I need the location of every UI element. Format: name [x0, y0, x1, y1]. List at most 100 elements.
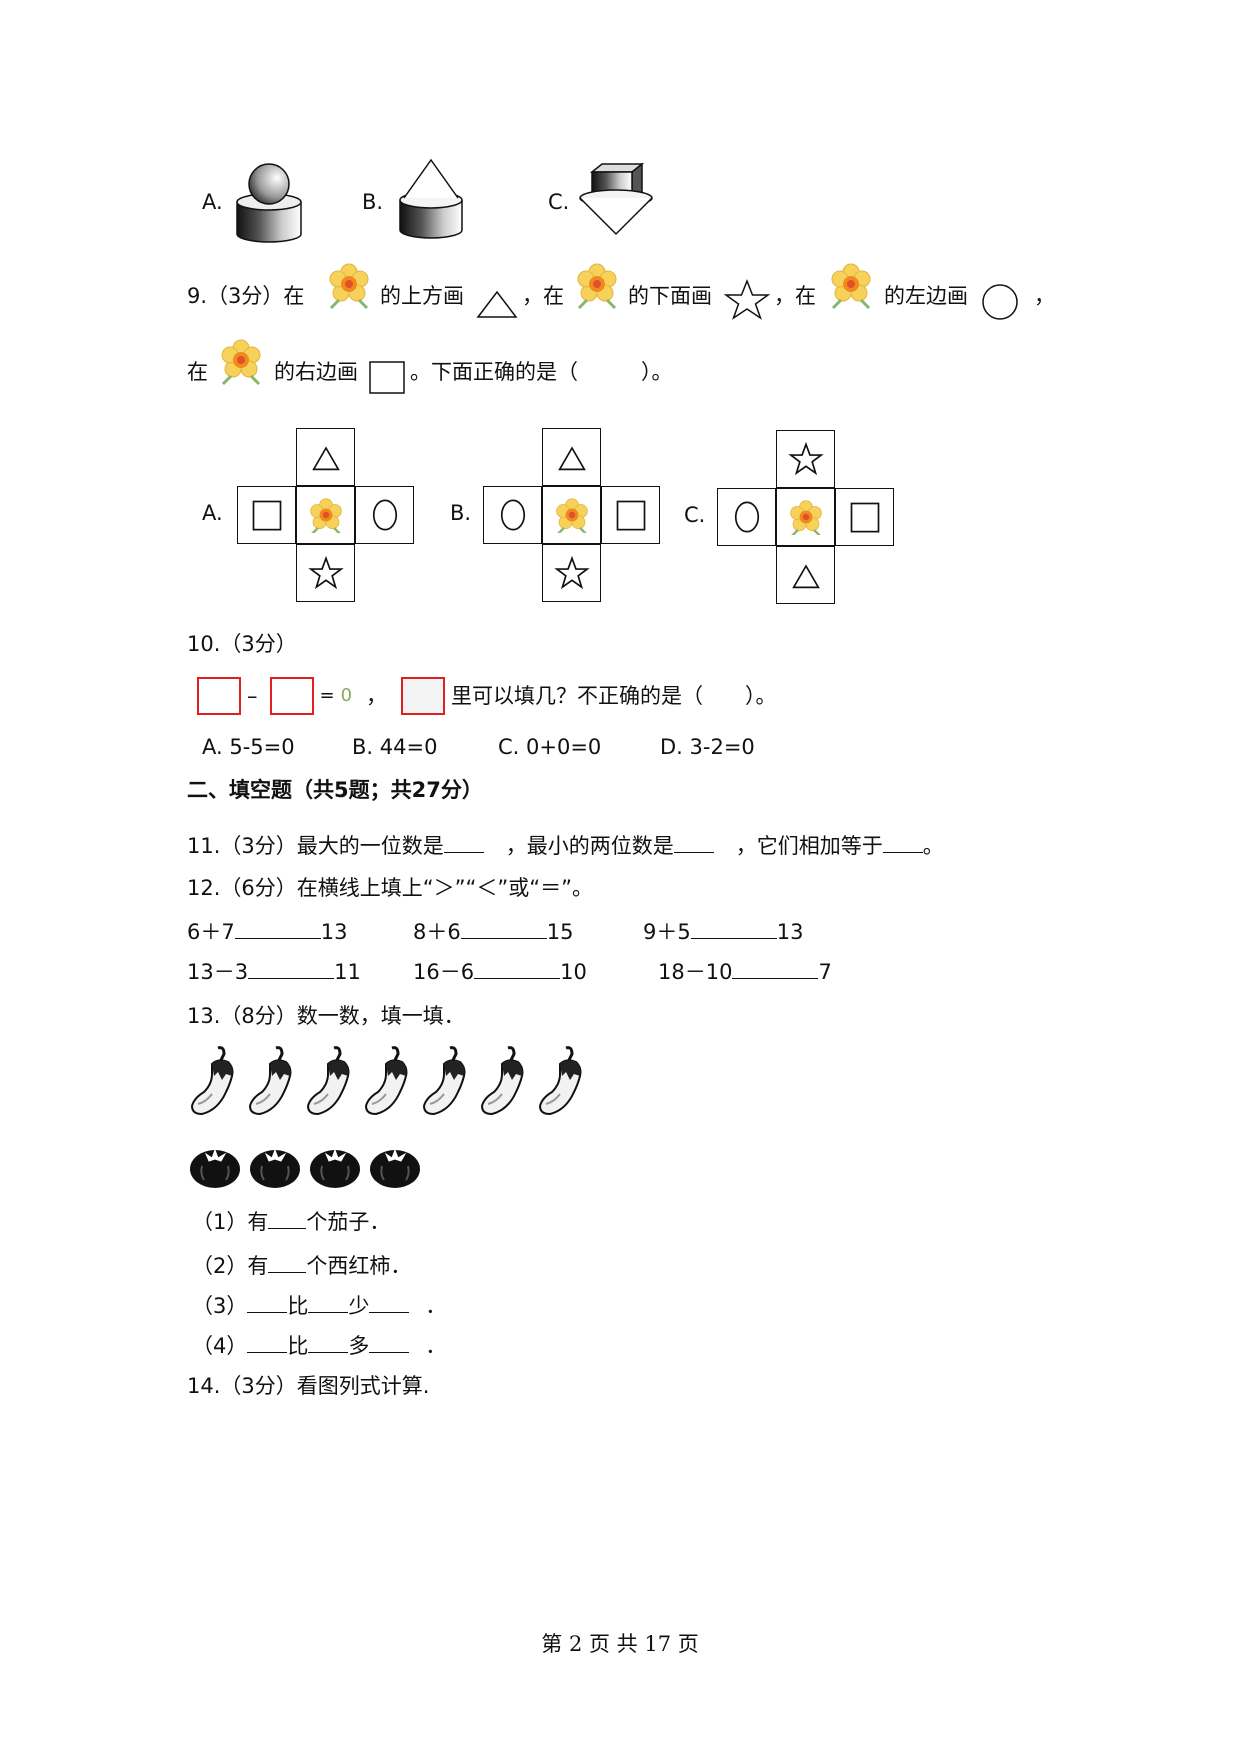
flower-icon: [221, 339, 261, 386]
answer-box[interactable]: [401, 677, 446, 715]
grid-cell-bottom: [776, 546, 835, 604]
cube-on-cone-image: [579, 162, 653, 236]
q9-prefix: 9.（3分）在: [187, 284, 305, 308]
sub-text: 比: [287, 1334, 309, 1358]
answer-blank[interactable]: [732, 958, 819, 979]
eggplant-icon: [480, 1046, 524, 1116]
compare-value: 10: [560, 960, 587, 984]
q12-title: 12.（6分）在横线上填上“＞”“＜”或“＝”。: [187, 876, 594, 900]
q9-text-left: 的左边画: [884, 284, 968, 308]
sub-text: ．: [425, 1294, 447, 1318]
square-icon: [616, 500, 645, 531]
sub-text: 个西红柿．: [306, 1254, 412, 1278]
star-icon: [723, 278, 771, 320]
q12-item: 9＋5 13: [643, 918, 803, 946]
section-title: 二、填空题（共5题；共27分）: [187, 778, 483, 802]
comma: ，: [366, 684, 388, 708]
answer-blank[interactable]: [474, 958, 561, 979]
eggplant-icon: [306, 1046, 350, 1116]
answer-blank[interactable]: [690, 918, 777, 939]
expression: 13－3: [187, 960, 249, 984]
compare-value: 11: [334, 960, 361, 984]
q9-option-label[interactable]: A.: [202, 501, 223, 525]
q10-option-b[interactable]: B. 44=0: [352, 735, 438, 759]
eggplant-icon: [364, 1046, 408, 1116]
answer-blank[interactable]: [460, 918, 547, 939]
flower-icon: [577, 263, 617, 310]
compare-value: 13: [776, 920, 804, 944]
q10-title: 10.（3分）: [187, 632, 297, 656]
square-icon: [252, 500, 281, 531]
square-icon: [850, 502, 879, 533]
q9-option-label[interactable]: C.: [684, 503, 706, 527]
tomato-icon: [250, 1148, 300, 1188]
flower-icon: [789, 500, 822, 535]
q9-text-comma1: ，在: [522, 284, 564, 308]
answer-blank[interactable]: [882, 832, 923, 853]
expression: 18－10: [658, 960, 733, 984]
expression: 9＋5: [643, 920, 691, 944]
q10-option-a[interactable]: A. 5-5=0: [202, 735, 295, 759]
q10-option-d[interactable]: D. 3-2=0: [660, 735, 755, 759]
grid-cell-right: [355, 486, 414, 544]
q11-part-d: 。: [922, 834, 944, 858]
q9-text-right: 的右边画: [274, 360, 358, 384]
star-icon: [787, 441, 824, 476]
equals-sign: =: [319, 685, 335, 706]
q9-text-above: 的上方画: [380, 284, 464, 308]
answer-blank[interactable]: [308, 1332, 349, 1353]
grid-cell-left: [237, 486, 296, 544]
grid-cell-center: [542, 486, 601, 544]
answer-blank[interactable]: [234, 918, 321, 939]
answer-blank[interactable]: [673, 832, 714, 853]
q13-title: 13.（8分）数一数，填一填．: [187, 1004, 465, 1028]
tomato-icon: [310, 1148, 360, 1188]
grid-cell-center: [296, 486, 355, 544]
sub-label: （4）: [192, 1334, 248, 1358]
answer-box[interactable]: [269, 677, 314, 715]
q9-option-label[interactable]: B.: [450, 501, 472, 525]
circle-icon: [982, 284, 1018, 320]
eggplant-icon: [422, 1046, 466, 1116]
answer-blank[interactable]: [308, 1292, 349, 1313]
circle-icon: [500, 499, 525, 531]
answer-blank[interactable]: [247, 1332, 288, 1353]
sub-text: 个茄子．: [306, 1210, 391, 1234]
flower-icon: [555, 498, 588, 533]
eggplant-icon: [190, 1046, 234, 1116]
square-icon: [369, 361, 405, 394]
q13-sub2: （2）有个西红柿．: [192, 1252, 411, 1280]
sub-label: （1）有: [192, 1210, 269, 1234]
grid-cell-right: [601, 486, 660, 544]
flower-icon: [309, 498, 342, 533]
circle-icon: [734, 501, 759, 533]
answer-blank[interactable]: [268, 1208, 307, 1229]
eggplant-icon: [248, 1046, 292, 1116]
grid-cell-right: [835, 488, 894, 546]
q11-part-b: ，最小的两位数是: [505, 834, 674, 858]
tomato-icon: [370, 1148, 420, 1188]
q10-option-c[interactable]: C. 0+0=0: [498, 735, 602, 759]
triangle-icon: [311, 446, 340, 471]
answer-blank[interactable]: [248, 958, 335, 979]
minus-sign: –: [247, 684, 258, 708]
answer-blank[interactable]: [369, 1332, 410, 1353]
triangle-icon: [476, 290, 518, 318]
sub-label: （3）: [192, 1294, 248, 1318]
grid-cell-bottom: [542, 544, 601, 602]
answer-blank[interactable]: [268, 1252, 307, 1273]
q9-question: 。下面正确的是（ ）。: [410, 360, 673, 384]
grid-cell-left: [717, 488, 776, 546]
answer-blank[interactable]: [369, 1292, 410, 1313]
answer-blank[interactable]: [443, 832, 484, 853]
q11-part-c: ，它们相加等于: [735, 834, 883, 858]
answer-box[interactable]: [197, 677, 241, 715]
q12-item: 13－3 11: [187, 958, 361, 986]
q9-text-comma2: ，在: [774, 284, 816, 308]
flower-icon: [831, 263, 871, 310]
answer-blank[interactable]: [247, 1292, 288, 1313]
ball-on-cylinder-image: [236, 163, 302, 243]
q11-part-a: 11.（3分）最大的一位数是: [187, 834, 444, 858]
